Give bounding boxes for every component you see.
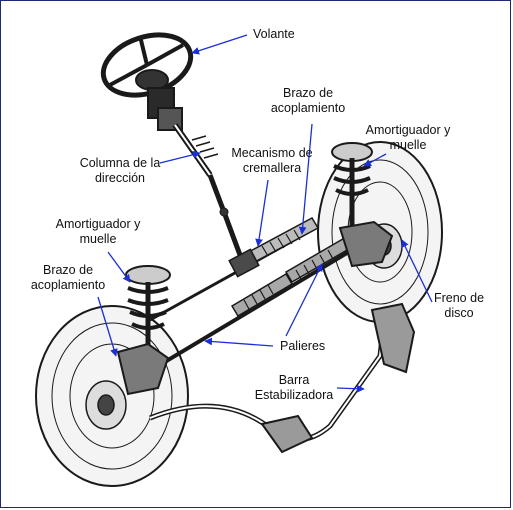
steering-column: [172, 123, 243, 256]
label-amortiguador-left: Amortiguador y muelle: [44, 217, 152, 247]
leader-amortiguador-left: [107, 251, 131, 283]
label-freno-disco-line2: disco: [444, 306, 474, 320]
label-mecanismo-cremallera-line1: Mecanismo de: [231, 146, 313, 160]
leader-barra: [336, 384, 365, 393]
label-brazo-acoplamiento-left-line1: Brazo de: [42, 263, 94, 277]
label-freno-disco: Freno de disco: [424, 291, 494, 321]
leader-mecanismo: [255, 179, 269, 247]
label-amortiguador-right: Amortiguador y muelle: [356, 123, 460, 153]
leader-amortiguador-right: [363, 153, 387, 167]
label-brazo-acoplamiento-top-line2: acoplamiento: [270, 101, 346, 115]
leader-freno: [401, 239, 433, 303]
label-mecanismo-cremallera-line2: cremallera: [242, 161, 302, 175]
label-palieres: Palieres: [280, 339, 326, 353]
label-brazo-acoplamiento-left-line2: acoplamiento: [30, 278, 106, 292]
right-strut-spring: [331, 142, 394, 268]
leader-brazo-top: [298, 123, 313, 235]
stabilizer-bar: [149, 302, 416, 454]
label-brazo-acoplamiento-top: Brazo de acoplamiento: [258, 86, 358, 116]
label-amortiguador-right-line1: Amortiguador y: [365, 123, 451, 137]
label-amortiguador-left-line2: muelle: [79, 232, 117, 246]
label-columna-direccion-line1: Columna de la: [79, 156, 161, 170]
label-columna-direccion: Columna de la dirección: [68, 156, 172, 186]
label-columna-direccion-line2: dirección: [94, 171, 146, 185]
label-barra-estabilizadora: Barra Estabilizadora: [244, 373, 344, 403]
label-volante: Volante: [253, 27, 295, 41]
label-brazo-acoplamiento-left: Brazo de acoplamiento: [20, 263, 116, 293]
leader-brazo-left: [97, 296, 118, 357]
left-strut-spring: [116, 265, 171, 396]
label-amortiguador-right-line2: muelle: [389, 138, 427, 152]
left-wheel: [35, 305, 189, 487]
leader-palieres-b: [285, 263, 323, 337]
label-freno-disco-line1: Freno de: [433, 291, 485, 305]
leader-volante: [191, 34, 248, 55]
leader-columna: [159, 150, 201, 164]
label-brazo-acoplamiento-top-line1: Brazo de: [282, 86, 334, 100]
label-mecanismo-cremallera: Mecanismo de cremallera: [220, 146, 324, 176]
label-amortiguador-left-line1: Amortiguador y: [55, 217, 141, 231]
leader-palieres-a: [204, 337, 274, 347]
rack-and-pinion: [149, 217, 320, 322]
label-barra-estabilizadora-line1: Barra: [278, 373, 310, 387]
leader-lines: [97, 34, 433, 393]
label-barra-estabilizadora-line2: Estabilizadora: [254, 388, 334, 402]
steering-wheel: [100, 32, 194, 131]
